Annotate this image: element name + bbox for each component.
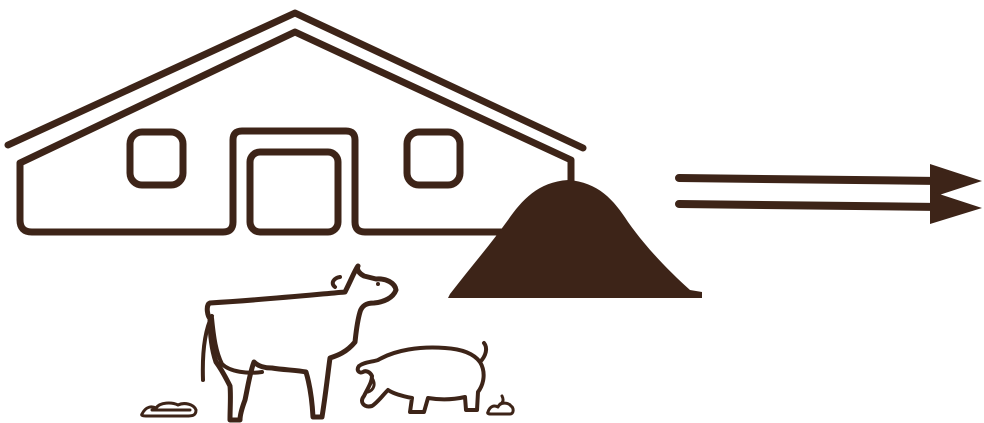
dung-pile-right [488, 396, 514, 414]
barn-door [250, 152, 338, 232]
pig-body [358, 348, 484, 413]
manure-heap-shape [448, 180, 702, 298]
arrow-shaft-top [679, 178, 940, 181]
cow-eye [376, 282, 380, 286]
dung-pile-left [142, 403, 196, 416]
arrow-shaft-bottom [679, 204, 940, 207]
pig-icon [358, 343, 486, 412]
arrow-head-top [930, 164, 982, 198]
double-arrow-icon [679, 164, 982, 224]
manure-heap-icon [448, 180, 702, 298]
arrow-head-bottom [930, 191, 982, 224]
barn-icon [8, 13, 583, 232]
cow-ear [333, 277, 340, 287]
cow-body [207, 266, 396, 420]
cow-icon [203, 266, 396, 420]
barn-window-right [407, 132, 460, 185]
pig-tail [480, 343, 486, 362]
barn-window-left [130, 132, 183, 185]
barn-body [20, 32, 571, 232]
